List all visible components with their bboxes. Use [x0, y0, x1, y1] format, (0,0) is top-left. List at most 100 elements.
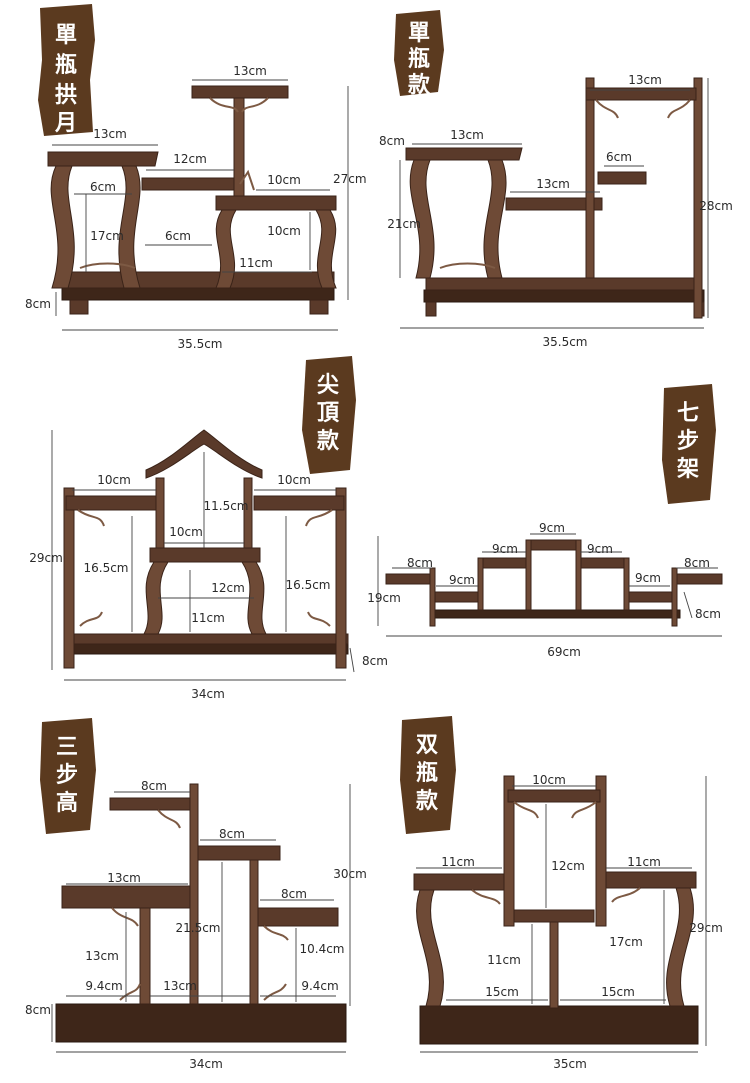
dimension-lines — [52, 79, 349, 331]
title-char: 單 — [55, 22, 77, 48]
dimension-labels: 10cm 10cm 11.5cm 10cm 29cm 16.5cm 12cm 1… — [29, 473, 388, 701]
title-tag: 單 瓶 款 — [394, 10, 444, 98]
dimension-lines — [51, 430, 355, 681]
title-char: 双 — [416, 732, 438, 758]
dim-label: 10cm — [277, 473, 311, 487]
title-char: 瓶 — [55, 52, 77, 78]
title-tag: 三 步 高 — [40, 718, 96, 834]
title-char: 七 — [677, 400, 699, 426]
title-char: 瓶 — [408, 46, 430, 72]
dim-label: 8cm — [407, 556, 433, 570]
furniture-illustration — [47, 85, 337, 315]
dim-label: 13cm — [233, 64, 267, 78]
title-char: 瓶 — [416, 760, 438, 786]
title-tag: 七 步 架 — [662, 384, 716, 504]
dim-label: 11cm — [239, 256, 273, 270]
dim-label: 17cm — [609, 935, 643, 949]
dim-label: 27cm — [333, 172, 367, 186]
dim-label: 13cm — [628, 73, 662, 87]
dim-label: 8cm — [379, 134, 405, 148]
dim-label: 35.5cm — [542, 335, 587, 349]
dimension-labels: 8cm 8cm 13cm 8cm 30cm 21.5cm 10.4cm 13cm… — [25, 779, 367, 1071]
dimension-labels: 13cm 8cm 13cm 6cm 13cm 21cm 28cm 35.5cm — [379, 73, 733, 349]
dim-label: 9.4cm — [85, 979, 122, 993]
dim-label: 9cm — [635, 571, 661, 585]
dimension-lines — [377, 533, 722, 637]
title-char: 尖 — [317, 372, 339, 398]
dim-label: 21cm — [387, 217, 421, 231]
furniture-illustration — [405, 77, 705, 319]
dim-label: 34cm — [189, 1057, 223, 1071]
dim-label: 9.4cm — [301, 979, 338, 993]
dim-label: 15cm — [601, 985, 635, 999]
dim-label: 11cm — [627, 855, 661, 869]
dim-label: 11cm — [487, 953, 521, 967]
dim-label: 8cm — [362, 654, 388, 668]
dim-label: 13cm — [163, 979, 197, 993]
dim-label: 15cm — [485, 985, 519, 999]
dim-label: 13cm — [107, 871, 141, 885]
dim-label: 13cm — [93, 127, 127, 141]
dimension-labels: 10cm 11cm 11cm 12cm 17cm 29cm 11cm 15cm … — [441, 773, 723, 1071]
title-char: 架 — [677, 456, 699, 482]
dim-label: 8cm — [695, 607, 721, 621]
dim-label: 10cm — [97, 473, 131, 487]
panel-single-vase: 單 瓶 款 — [379, 10, 733, 349]
dim-label: 29cm — [689, 921, 723, 935]
title-tag: 双 瓶 款 — [400, 716, 456, 834]
dim-label: 12cm — [173, 152, 207, 166]
dim-label: 35cm — [553, 1057, 587, 1071]
dim-label: 16.5cm — [83, 561, 128, 575]
title-char: 頂 — [317, 400, 340, 426]
dim-label: 11cm — [441, 855, 475, 869]
title-tag: 尖 頂 款 — [302, 356, 356, 474]
dim-label: 9cm — [492, 542, 518, 556]
dim-label: 9cm — [449, 573, 475, 587]
dim-label: 9cm — [587, 542, 613, 556]
title-char: 三 — [56, 734, 78, 760]
panel-seven-step-rack: 七 步 架 — [367, 384, 723, 659]
dim-label: 10cm — [267, 173, 301, 187]
dim-label: 8cm — [25, 1003, 51, 1017]
dim-label: 16.5cm — [285, 578, 330, 592]
title-tag: 單 瓶 拱 月 — [38, 4, 95, 136]
dim-label: 69cm — [547, 645, 581, 659]
dim-label: 8cm — [141, 779, 167, 793]
dim-label: 29cm — [29, 551, 63, 565]
dim-label: 8cm — [219, 827, 245, 841]
dim-label: 10.4cm — [299, 942, 344, 956]
dim-label: 10cm — [532, 773, 566, 787]
dim-label: 11.5cm — [203, 499, 248, 513]
dimension-lines — [399, 78, 709, 329]
dim-label: 10cm — [267, 224, 301, 238]
dim-label: 35.5cm — [177, 337, 222, 351]
dim-label: 6cm — [165, 229, 191, 243]
furniture-illustration — [385, 539, 723, 627]
dim-label: 13cm — [450, 128, 484, 142]
dim-label: 6cm — [90, 180, 116, 194]
dim-label: 19cm — [367, 591, 401, 605]
furniture-illustration — [55, 783, 347, 1043]
dimension-lines — [416, 776, 707, 1053]
dim-label: 17cm — [90, 229, 124, 243]
title-char: 高 — [56, 790, 78, 816]
title-char: 款 — [416, 788, 439, 814]
title-char: 款 — [317, 428, 340, 454]
panel-single-vase-arch: 單 瓶 拱 月 — [25, 4, 367, 351]
dim-label: 12cm — [211, 581, 245, 595]
dim-label: 11cm — [191, 611, 225, 625]
dim-label: 13cm — [85, 949, 119, 963]
dim-label: 12cm — [551, 859, 585, 873]
dim-label: 8cm — [684, 556, 710, 570]
dim-label: 10cm — [169, 525, 203, 539]
dimension-lines — [51, 784, 351, 1053]
furniture-illustration — [63, 429, 349, 669]
furniture-illustration — [413, 775, 699, 1045]
dim-label: 30cm — [333, 867, 367, 881]
panel-three-step-high: 三 步 高 — [25, 718, 367, 1071]
dim-label: 21.5cm — [175, 921, 220, 935]
dimension-labels: 13cm 13cm 12cm 6cm 10cm 27cm 17cm 6cm 10… — [25, 64, 367, 351]
title-char: 拱 — [55, 82, 77, 108]
dim-label: 6cm — [606, 150, 632, 164]
title-char: 單 — [408, 20, 430, 46]
